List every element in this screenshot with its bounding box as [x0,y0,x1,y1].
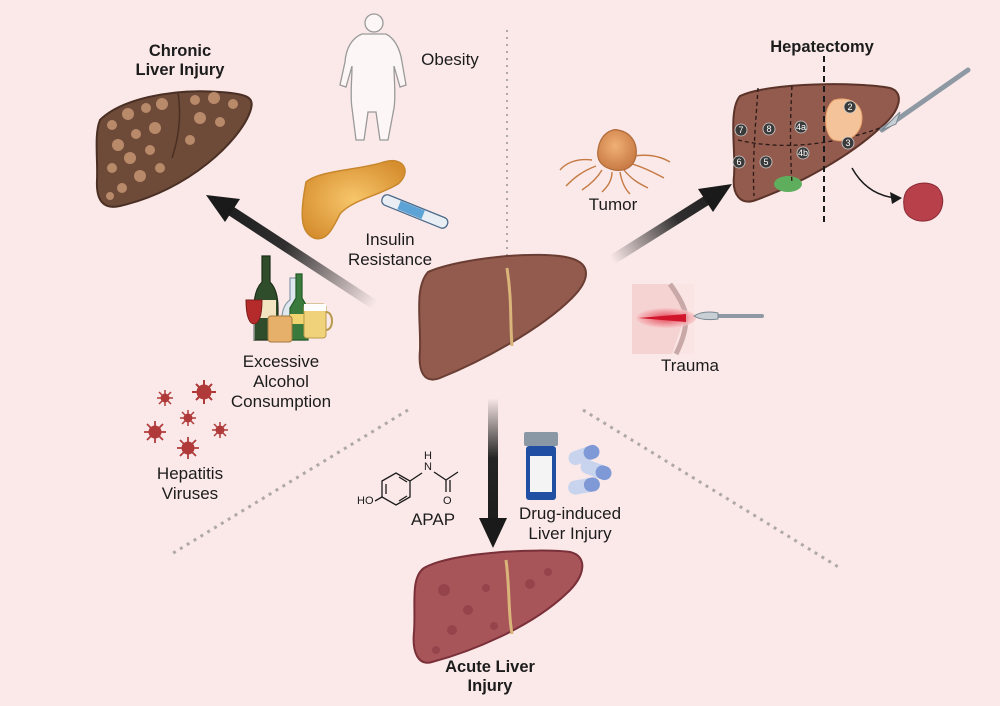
drug-induced-label: Drug-induced Liver Injury [518,504,622,544]
trauma-illustration [632,282,764,356]
acute-liver-injury-label: Acute Liver Injury [445,658,535,696]
atom-n-label: N [424,461,432,473]
arrow-to-hepatectomy [609,184,732,265]
obesity-figure [339,13,407,141]
segment-4b-label: 4b [798,148,808,158]
divider-right [582,408,841,570]
segment-2-label: 2 [847,102,852,112]
pancreas-illustration [301,159,406,240]
atom-h-label: H [424,450,432,462]
insulin-pen-illustration [381,194,449,229]
atom-ho-label: HO [357,495,374,507]
arrow-to-chronic [206,195,378,310]
segment-8-label: 8 [766,124,771,134]
tumor-illustration [559,129,671,195]
segment-7-label: 7 [738,125,743,135]
apap-atom-labels: HO N H O [357,450,452,507]
segment-4a-label: 4a [796,122,806,132]
segment-3-label: 3 [845,138,850,148]
virus-illustrations [144,380,228,459]
tumor-label: Tumor [588,195,638,214]
chronic-liver-illustration [95,90,253,208]
atom-o-label: O [443,495,452,507]
hepatectomy-liver-illustration: 2 7 8 4a 3 6 5 4b [732,56,900,222]
insulin-resistance-label: Insulin Resistance [347,230,433,270]
excessive-alcohol-label: Excessive Alcohol Consumption [230,352,332,412]
chronic-liver-injury-label: Chronic Liver Injury [135,42,225,80]
trauma-label: Trauma [661,356,719,375]
acute-liver-illustration [412,549,584,664]
hepatitis-viruses-label: Hepatitis Viruses [156,464,224,504]
apap-structure [374,471,459,506]
hepatectomy-label: Hepatectomy [770,38,874,56]
arrow-to-acute [479,398,507,548]
resected-tissue [851,167,944,222]
alcohol-illustration [245,255,333,343]
divider-left [169,408,409,557]
scalpel-upper-illustration [879,67,971,133]
obesity-label: Obesity [421,50,479,69]
drug-bottle-and-pills [524,432,612,500]
central-liver-illustration [418,253,587,381]
segment-6-label: 6 [736,157,741,167]
apap-label: APAP [410,510,456,529]
segment-5-label: 5 [763,157,768,167]
